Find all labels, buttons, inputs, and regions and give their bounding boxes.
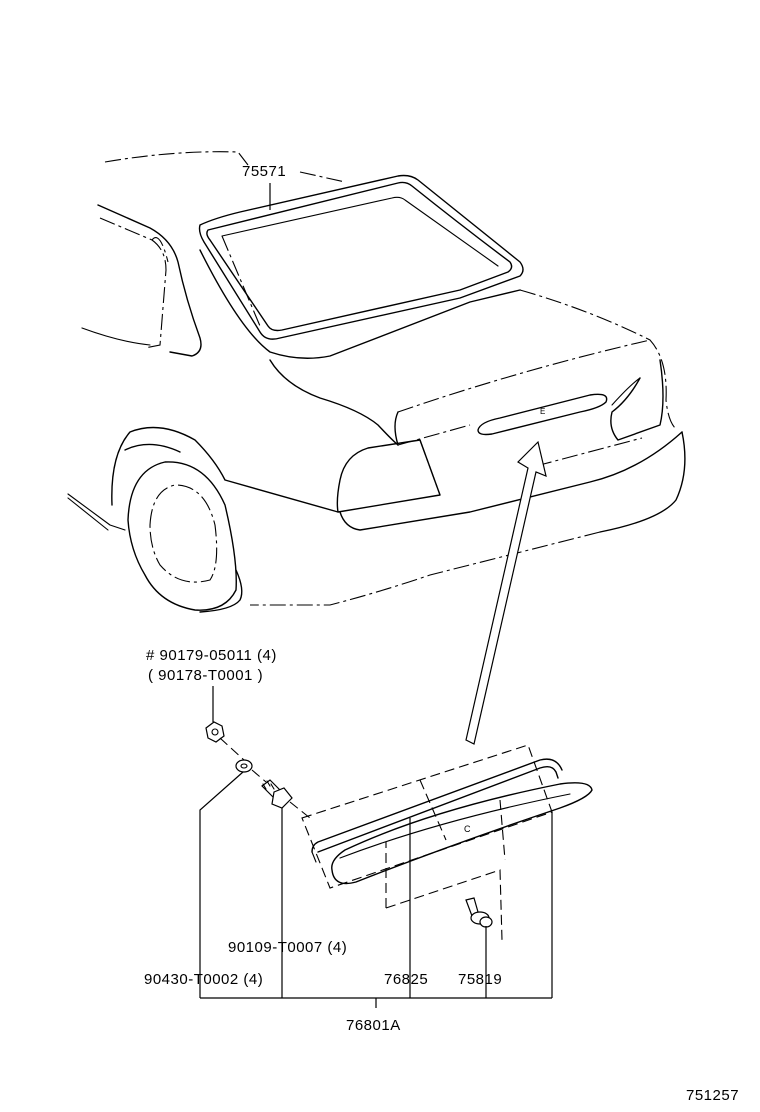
label-75571: 75571 xyxy=(242,163,286,180)
fastener-center-line xyxy=(219,737,311,819)
spoiler-assy-drawing: C xyxy=(301,744,593,941)
figure-number: 751257 xyxy=(686,1087,739,1104)
svg-text:C: C xyxy=(464,824,471,834)
rear-window-molding-drawing xyxy=(198,174,524,340)
label-nut: # 90179-05011 (4) xyxy=(146,647,277,664)
car-body: E xyxy=(67,151,686,613)
label-nut-alt: ( 90178-T0001 ) xyxy=(148,667,263,684)
leader-lines xyxy=(199,183,553,1008)
location-arrow xyxy=(465,440,547,745)
screw-drawing xyxy=(261,779,293,809)
washer-drawing xyxy=(235,759,253,773)
label-washer: 90430-T0002 (4) xyxy=(144,971,263,988)
svg-text:E: E xyxy=(540,407,546,416)
nut-drawing xyxy=(205,721,225,743)
label-screw: 90109-T0007 (4) xyxy=(228,939,347,956)
label-clip: 75819 xyxy=(458,971,502,988)
label-garnish: 76825 xyxy=(384,971,428,988)
label-spoiler-assy: 76801A xyxy=(346,1017,401,1034)
